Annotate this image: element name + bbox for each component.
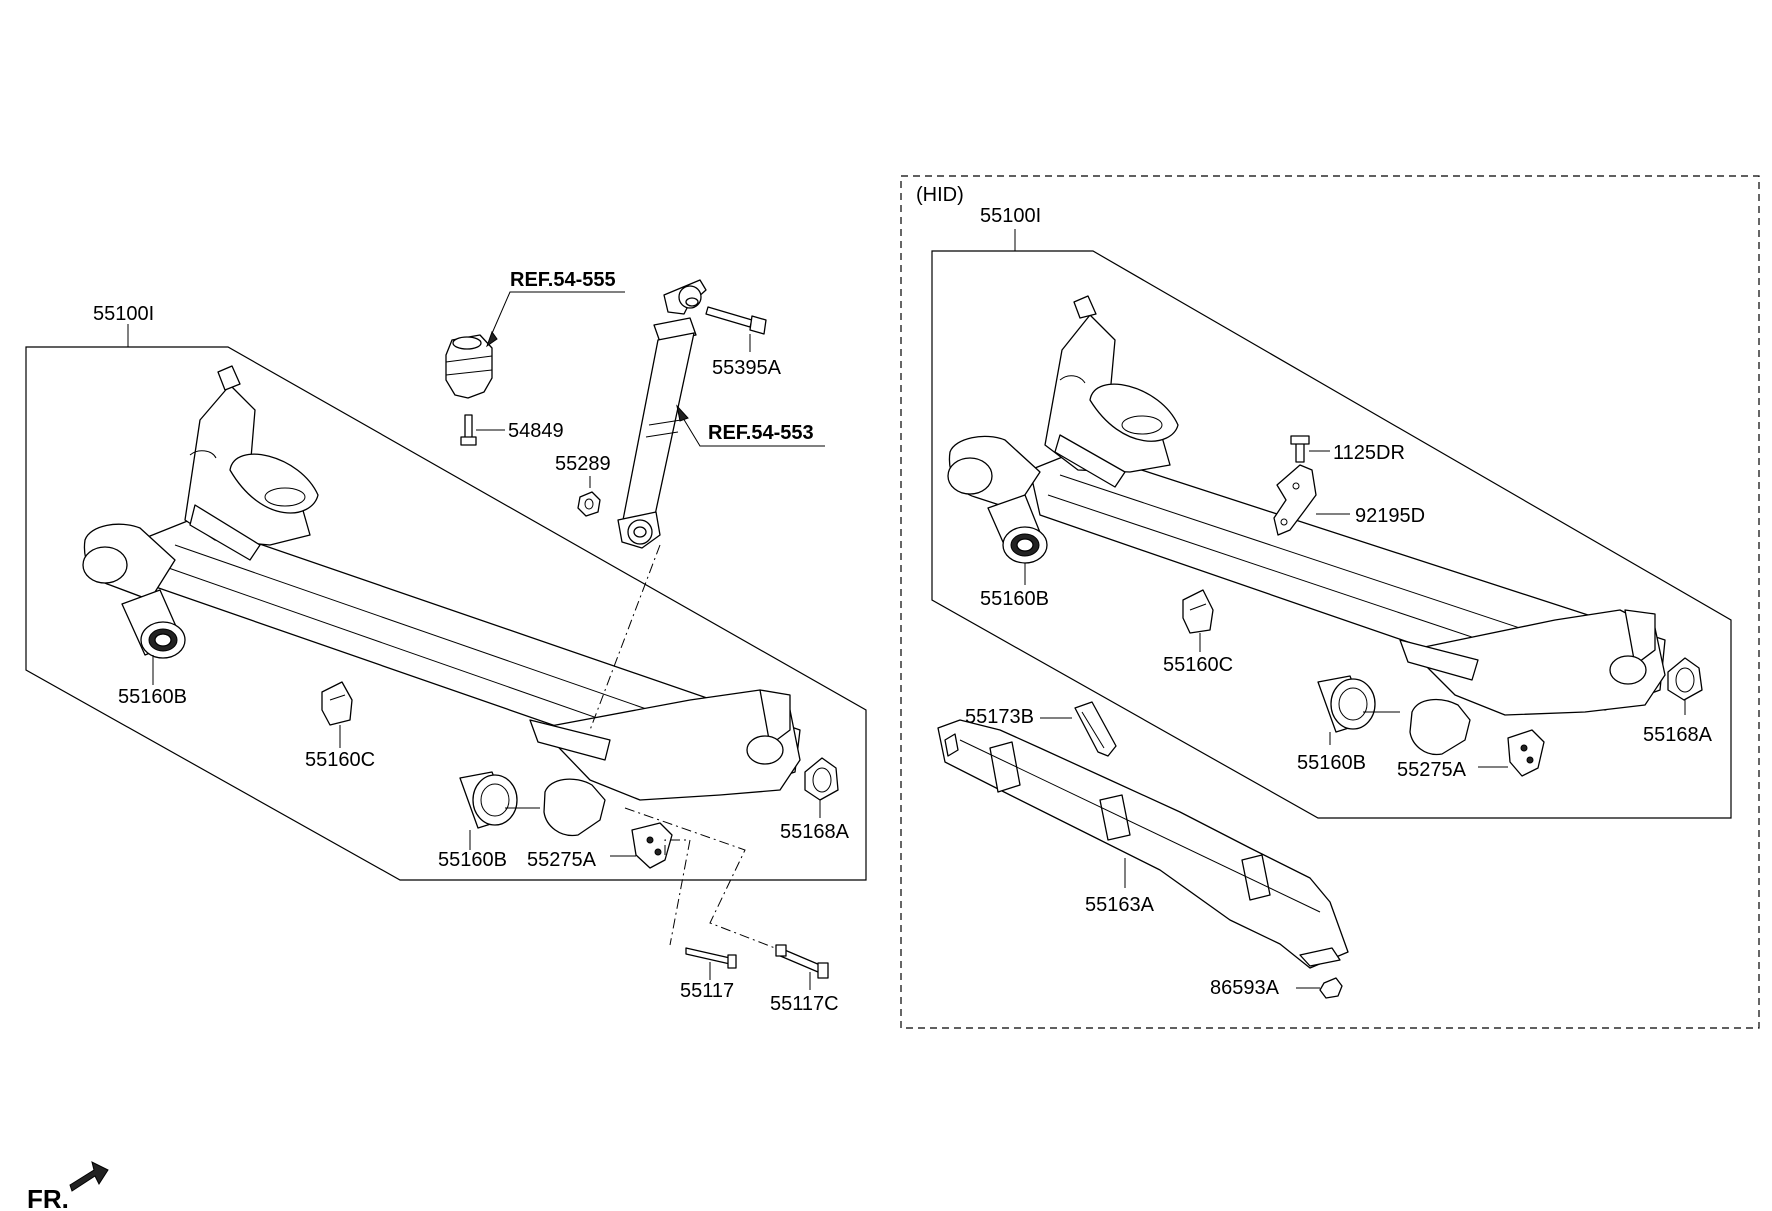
- stopper-bolt-icon[interactable]: [460, 414, 477, 446]
- hid-bracket-icon[interactable]: [1507, 729, 1545, 777]
- bump-stopper-ref: REF.54-555: [510, 269, 616, 291]
- hid-guard-label: 55163A: [1085, 894, 1155, 916]
- front-direction-label: FR.: [27, 1184, 69, 1211]
- nut-label: 55289: [555, 453, 611, 475]
- hid-assembly-frame: [931, 250, 1732, 819]
- hid-stopper-icon[interactable]: [1182, 589, 1214, 634]
- shock-absorber-icon[interactable]: [617, 279, 707, 549]
- hid-sensor-bracket-icon[interactable]: [1273, 464, 1317, 536]
- hid-guard-icon[interactable]: [937, 719, 1349, 969]
- shock-ref: REF.54-553: [708, 422, 814, 444]
- stopper-label: 55160C: [305, 749, 375, 771]
- hid-stopper-label: 55160C: [1163, 654, 1233, 676]
- hid-cover-icon[interactable]: [1667, 657, 1703, 701]
- bushing-front-icon[interactable]: [121, 589, 186, 659]
- main-assembly-frame: [25, 346, 867, 881]
- hid-bushing-rear-label: 55160B: [1297, 752, 1366, 774]
- bolt-c-label: 55117C: [770, 993, 839, 1015]
- torsion-beam-axle[interactable]: [82, 365, 801, 837]
- hid-bushing-front-label: 55160B: [980, 588, 1049, 610]
- mount-bolt-icon[interactable]: [705, 306, 767, 335]
- stopper-icon[interactable]: [321, 681, 353, 726]
- front-direction-indicator: FR.: [27, 1161, 109, 1211]
- bolt-icon[interactable]: [685, 947, 737, 969]
- hid-guard-bracket-icon[interactable]: [1074, 701, 1117, 757]
- hid-bracket-label: 55275A: [1397, 759, 1467, 781]
- hid-boundary: [900, 175, 1760, 1029]
- hid-axle-label: 55100I: [980, 205, 1041, 227]
- hid-screw-label: 1125DR: [1333, 442, 1405, 464]
- axle-label: 55100I: [93, 303, 154, 325]
- bushing-rear-label: 55160B: [438, 849, 507, 871]
- hid-assembly: (HID) 55100I: [900, 175, 1760, 1029]
- bushing-rear-icon[interactable]: [459, 771, 518, 829]
- hid-torsion-beam-axle[interactable]: [947, 295, 1666, 756]
- hid-title: (HID): [916, 184, 964, 206]
- hid-bushing-front-icon[interactable]: [987, 494, 1048, 564]
- hid-bushing-rear-icon[interactable]: [1317, 675, 1376, 733]
- hid-guard-bracket-label: 55173B: [965, 706, 1034, 728]
- front-arrow-icon: [69, 1161, 109, 1192]
- bolt-c-icon[interactable]: [775, 944, 829, 979]
- hid-clip-label: 86593A: [1210, 977, 1280, 999]
- bolt-label: 55117: [680, 980, 734, 1002]
- bump-stopper-icon[interactable]: [445, 334, 493, 399]
- bracket-label: 55275A: [527, 849, 597, 871]
- bushing-front-label: 55160B: [118, 686, 187, 708]
- hid-clip-icon[interactable]: [1319, 977, 1343, 999]
- hid-screw-icon[interactable]: [1290, 435, 1310, 463]
- main-assembly: 55160B 55160C 55160B 55275A: [25, 303, 867, 1015]
- cover-icon[interactable]: [804, 757, 839, 801]
- nut-icon[interactable]: [577, 491, 601, 517]
- cover-label: 55168A: [780, 821, 850, 843]
- bracket-icon[interactable]: [631, 822, 673, 869]
- stopper-bolt-label: 54849: [508, 420, 564, 442]
- shock-absorber-group: REF.54-555 54849 55289: [445, 269, 825, 731]
- hid-cover-label: 55168A: [1643, 724, 1713, 746]
- hid-sensor-bracket-label: 92195D: [1355, 505, 1425, 527]
- mount-bolt-label: 55395A: [712, 357, 782, 379]
